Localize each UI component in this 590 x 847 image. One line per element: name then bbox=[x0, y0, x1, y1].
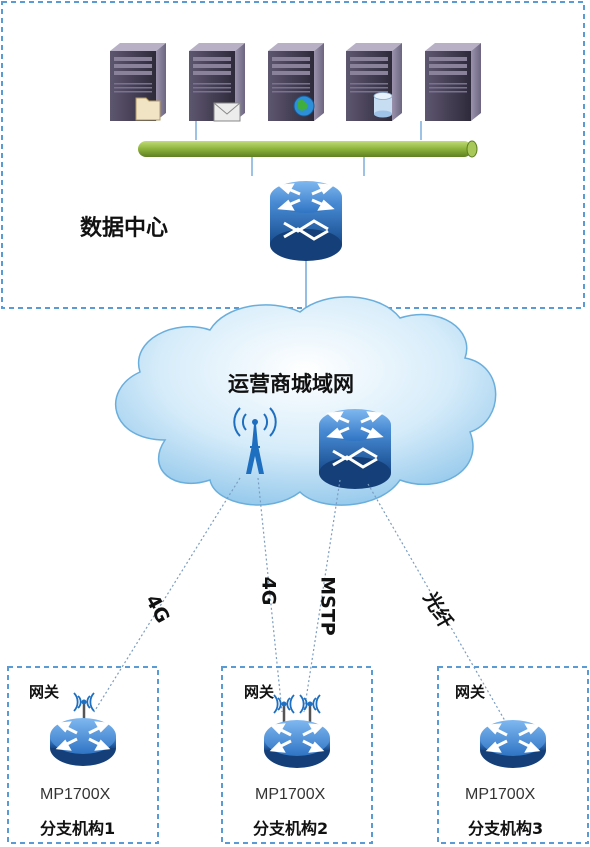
gateway-label-1: 网关 bbox=[29, 683, 60, 701]
database-icon bbox=[373, 92, 393, 118]
link-label-2: 4G bbox=[257, 576, 280, 606]
branch-name-2: 分支机构2 bbox=[253, 819, 329, 838]
branch-router-icon-3 bbox=[478, 718, 548, 770]
tower-icon bbox=[233, 407, 277, 474]
branch-router-icon-1 bbox=[48, 716, 118, 768]
backbone-bus bbox=[138, 140, 478, 158]
metro-network-label: 运营商城域网 bbox=[228, 372, 354, 396]
wan-links bbox=[93, 477, 509, 727]
server-icon bbox=[425, 43, 481, 121]
branch-name-1: 分支机构1 bbox=[40, 819, 116, 838]
device-model-2: MP1700X bbox=[255, 786, 326, 803]
bus-links bbox=[251, 157, 365, 176]
gateway-label-3: 网关 bbox=[455, 683, 486, 701]
branch-name-3: 分支机构3 bbox=[468, 819, 544, 838]
data-center-label: 数据中心 bbox=[80, 216, 169, 241]
branch-frame-1 bbox=[7, 666, 159, 844]
folder-icon bbox=[135, 97, 161, 121]
server-links bbox=[195, 121, 422, 140]
device-model-1: MP1700X bbox=[40, 786, 111, 803]
data-center-frame bbox=[1, 1, 585, 309]
metro-network-cloud bbox=[115, 296, 497, 506]
gateway-label-2: 网关 bbox=[244, 683, 275, 701]
mail-icon bbox=[213, 102, 241, 122]
branch-frame-3 bbox=[437, 666, 589, 844]
metro-router-icon bbox=[317, 407, 393, 491]
branch-frame-2 bbox=[221, 666, 373, 844]
device-model-3: MP1700X bbox=[465, 786, 536, 803]
data-center-router-icon bbox=[268, 179, 344, 263]
branch-router-icon-2 bbox=[262, 718, 332, 770]
link-label-3: MSTP bbox=[316, 576, 339, 636]
globe-icon bbox=[293, 95, 315, 117]
